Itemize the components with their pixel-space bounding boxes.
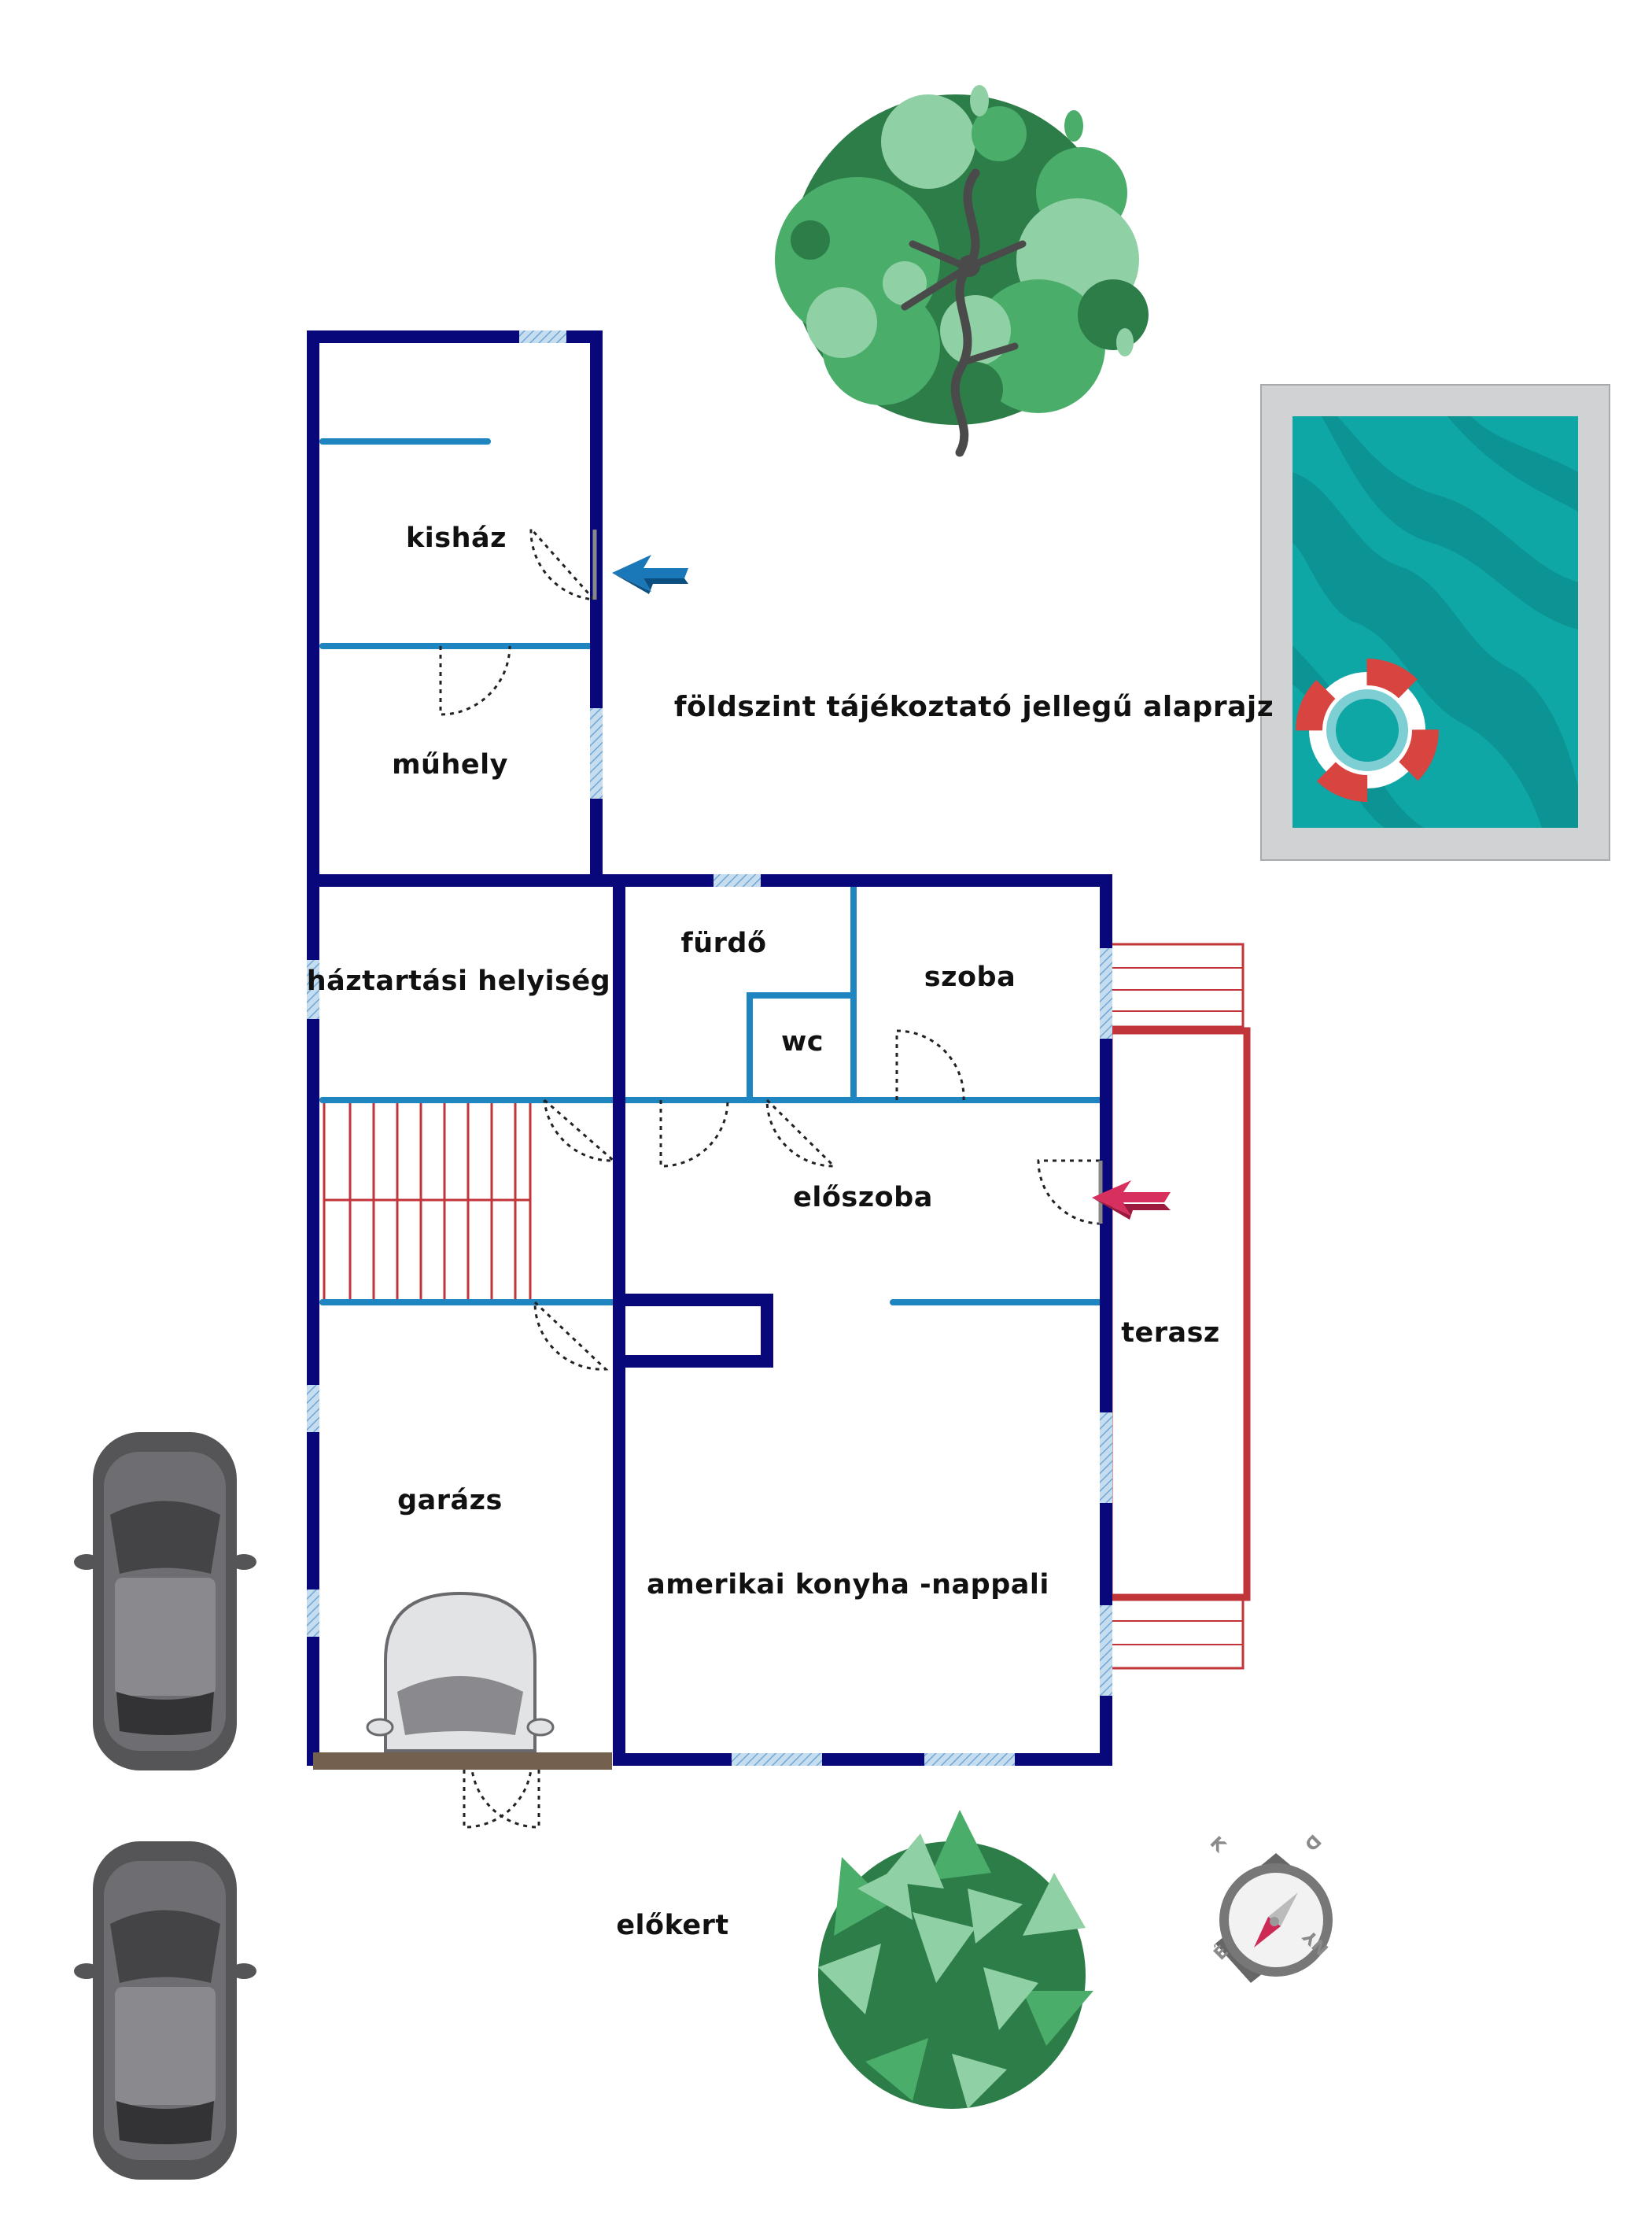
- garage-door: [313, 1752, 612, 1770]
- room-label-haztartasi: háztartási helyiség: [307, 966, 610, 997]
- windows: [307, 330, 1112, 1766]
- car-parked-1-icon: [74, 1432, 256, 1770]
- car-parked-2-icon: [74, 1841, 256, 2180]
- room-label-muhely: műhely: [392, 749, 508, 781]
- compass-letter-east: D: [1300, 1830, 1325, 1855]
- life-buoy-icon: [1296, 659, 1439, 802]
- room-label-wc: wc: [781, 1026, 824, 1058]
- compass-letter-north: K: [1206, 1833, 1230, 1857]
- side-entrance-arrow-icon: [612, 555, 688, 594]
- room-label-kishaz: kisház: [406, 522, 507, 554]
- main-entrance-arrow-icon: [1092, 1180, 1171, 1220]
- outer-walls: [307, 330, 1112, 1766]
- room-label-konyha-nappali: amerikai konyha -nappali: [647, 1569, 1049, 1601]
- room-label-terasz: terasz: [1121, 1317, 1220, 1349]
- car-in-garage-icon: [366, 1591, 555, 1752]
- doors: [439, 526, 1101, 1829]
- plan-title: földszint tájékoztató jellegű alaprajz: [674, 691, 1274, 723]
- room-label-furdo: fürdő: [680, 928, 766, 959]
- stairs: [323, 1100, 532, 1304]
- swimming-pool-icon: [1260, 384, 1610, 861]
- compass-icon: [1215, 1853, 1333, 1983]
- terrace-railing: [1105, 943, 1251, 1670]
- outdoor-label-elokert: előkert: [616, 1910, 728, 1941]
- inner-walls: [319, 438, 1103, 1305]
- bush-bottom-icon: [818, 1810, 1093, 2109]
- room-label-eloszoba: előszoba: [793, 1182, 933, 1213]
- room-label-garazs: garázs: [397, 1485, 503, 1516]
- room-label-szoba: szoba: [924, 962, 1016, 993]
- tree-top-icon: [775, 85, 1149, 457]
